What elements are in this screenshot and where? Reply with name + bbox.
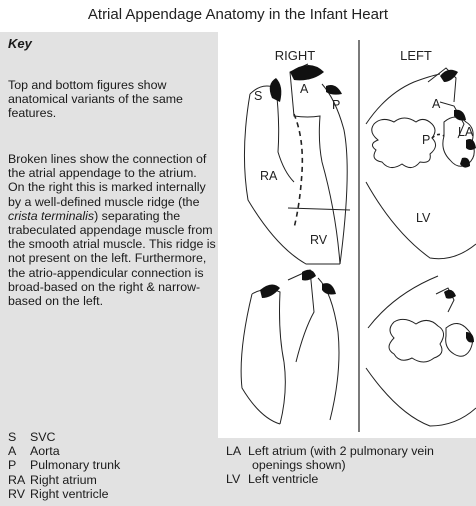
label-right-atrium: RA xyxy=(260,169,278,183)
svc-variant-outline xyxy=(252,289,284,362)
label-pulmonary-left: P xyxy=(422,133,430,147)
pulmonary-opening xyxy=(326,85,342,95)
abbr-meaning: Right ventricle xyxy=(30,487,109,501)
label-left-ventricle: LV xyxy=(416,211,431,225)
abbreviation-continuation: openings shown) xyxy=(226,458,434,472)
right-appendage-junction-dashed xyxy=(294,114,302,228)
column-header-left: LEFT xyxy=(400,48,432,63)
abbr-meaning: Left atrium (with 2 pulmonary vein xyxy=(248,444,434,458)
column-header-right: RIGHT xyxy=(275,48,316,63)
abbr-meaning: Right atrium xyxy=(30,473,97,487)
aorta-opening-left xyxy=(440,70,458,82)
heart-diagram-svg: RIGHT LEFT S A P RA RV A xyxy=(218,32,476,438)
label-aorta-right: A xyxy=(300,82,309,96)
abbr-meaning: SVC xyxy=(30,430,55,444)
abbr-code: RA xyxy=(8,473,30,487)
key-heading: Key xyxy=(8,36,32,51)
abbr-code: LV xyxy=(226,472,248,486)
pulmonary-opening-variant xyxy=(322,283,336,294)
aorta-opening-variant xyxy=(302,270,316,281)
aorta-opening-left-variant xyxy=(444,290,456,299)
abbr-meaning: Left ventricle xyxy=(248,472,318,486)
key-paragraph-broken-lines: Broken lines show the connection of the … xyxy=(8,152,216,308)
abbr-meaning: Aorta xyxy=(30,444,60,458)
svc-opening xyxy=(270,78,282,102)
crista-terminalis-term: crista terminalis xyxy=(8,209,94,223)
heart-diagram: RIGHT LEFT S A P RA RV A xyxy=(218,32,476,438)
left-heart-bottom xyxy=(366,276,476,426)
label-pulmonary-right: P xyxy=(332,98,340,112)
key-paragraph-variants: Top and bottom figures show anatomical v… xyxy=(8,78,216,121)
aorta-variant-outline xyxy=(288,270,314,362)
right-variant-inner-line xyxy=(280,362,285,424)
right-heart-bottom xyxy=(241,270,339,424)
left-ventricle-variant-outline xyxy=(366,368,476,426)
abbr-code: LA xyxy=(226,444,248,458)
abbr-code: S xyxy=(8,430,30,444)
label-right-ventricle: RV xyxy=(310,233,328,247)
figure-title: Atrial Appendage Anatomy in the Infant H… xyxy=(0,6,476,23)
abbr-code: A xyxy=(8,444,30,458)
pulmonary-opening-left xyxy=(454,110,466,121)
right-atrium-variant-outline xyxy=(241,294,280,424)
aorta-opening xyxy=(290,65,324,80)
left-heart-top xyxy=(366,68,476,259)
abbr-meaning: Pulmonary trunk xyxy=(30,458,120,472)
label-svc: S xyxy=(254,89,262,103)
svc-opening-variant xyxy=(260,284,280,298)
pulmonary-variant-outline xyxy=(318,278,339,420)
pulmonary-vein-opening xyxy=(466,139,476,150)
abbr-code: P xyxy=(8,458,30,472)
key-panel: Key Top and bottom figures show anatomic… xyxy=(0,32,218,506)
pulmonary-vein-opening-variant xyxy=(466,332,474,343)
av-groove xyxy=(288,208,350,210)
key-paragraph-text-1: Broken lines show the connection of the … xyxy=(8,152,206,209)
label-left-atrium: LA xyxy=(458,125,474,139)
abbr-code: RV xyxy=(8,487,30,501)
left-appendage-variant-outline xyxy=(389,319,444,362)
key-paragraph-text-2: ) separating the trabeculated appendage … xyxy=(8,209,216,308)
label-aorta-left: A xyxy=(432,97,441,111)
